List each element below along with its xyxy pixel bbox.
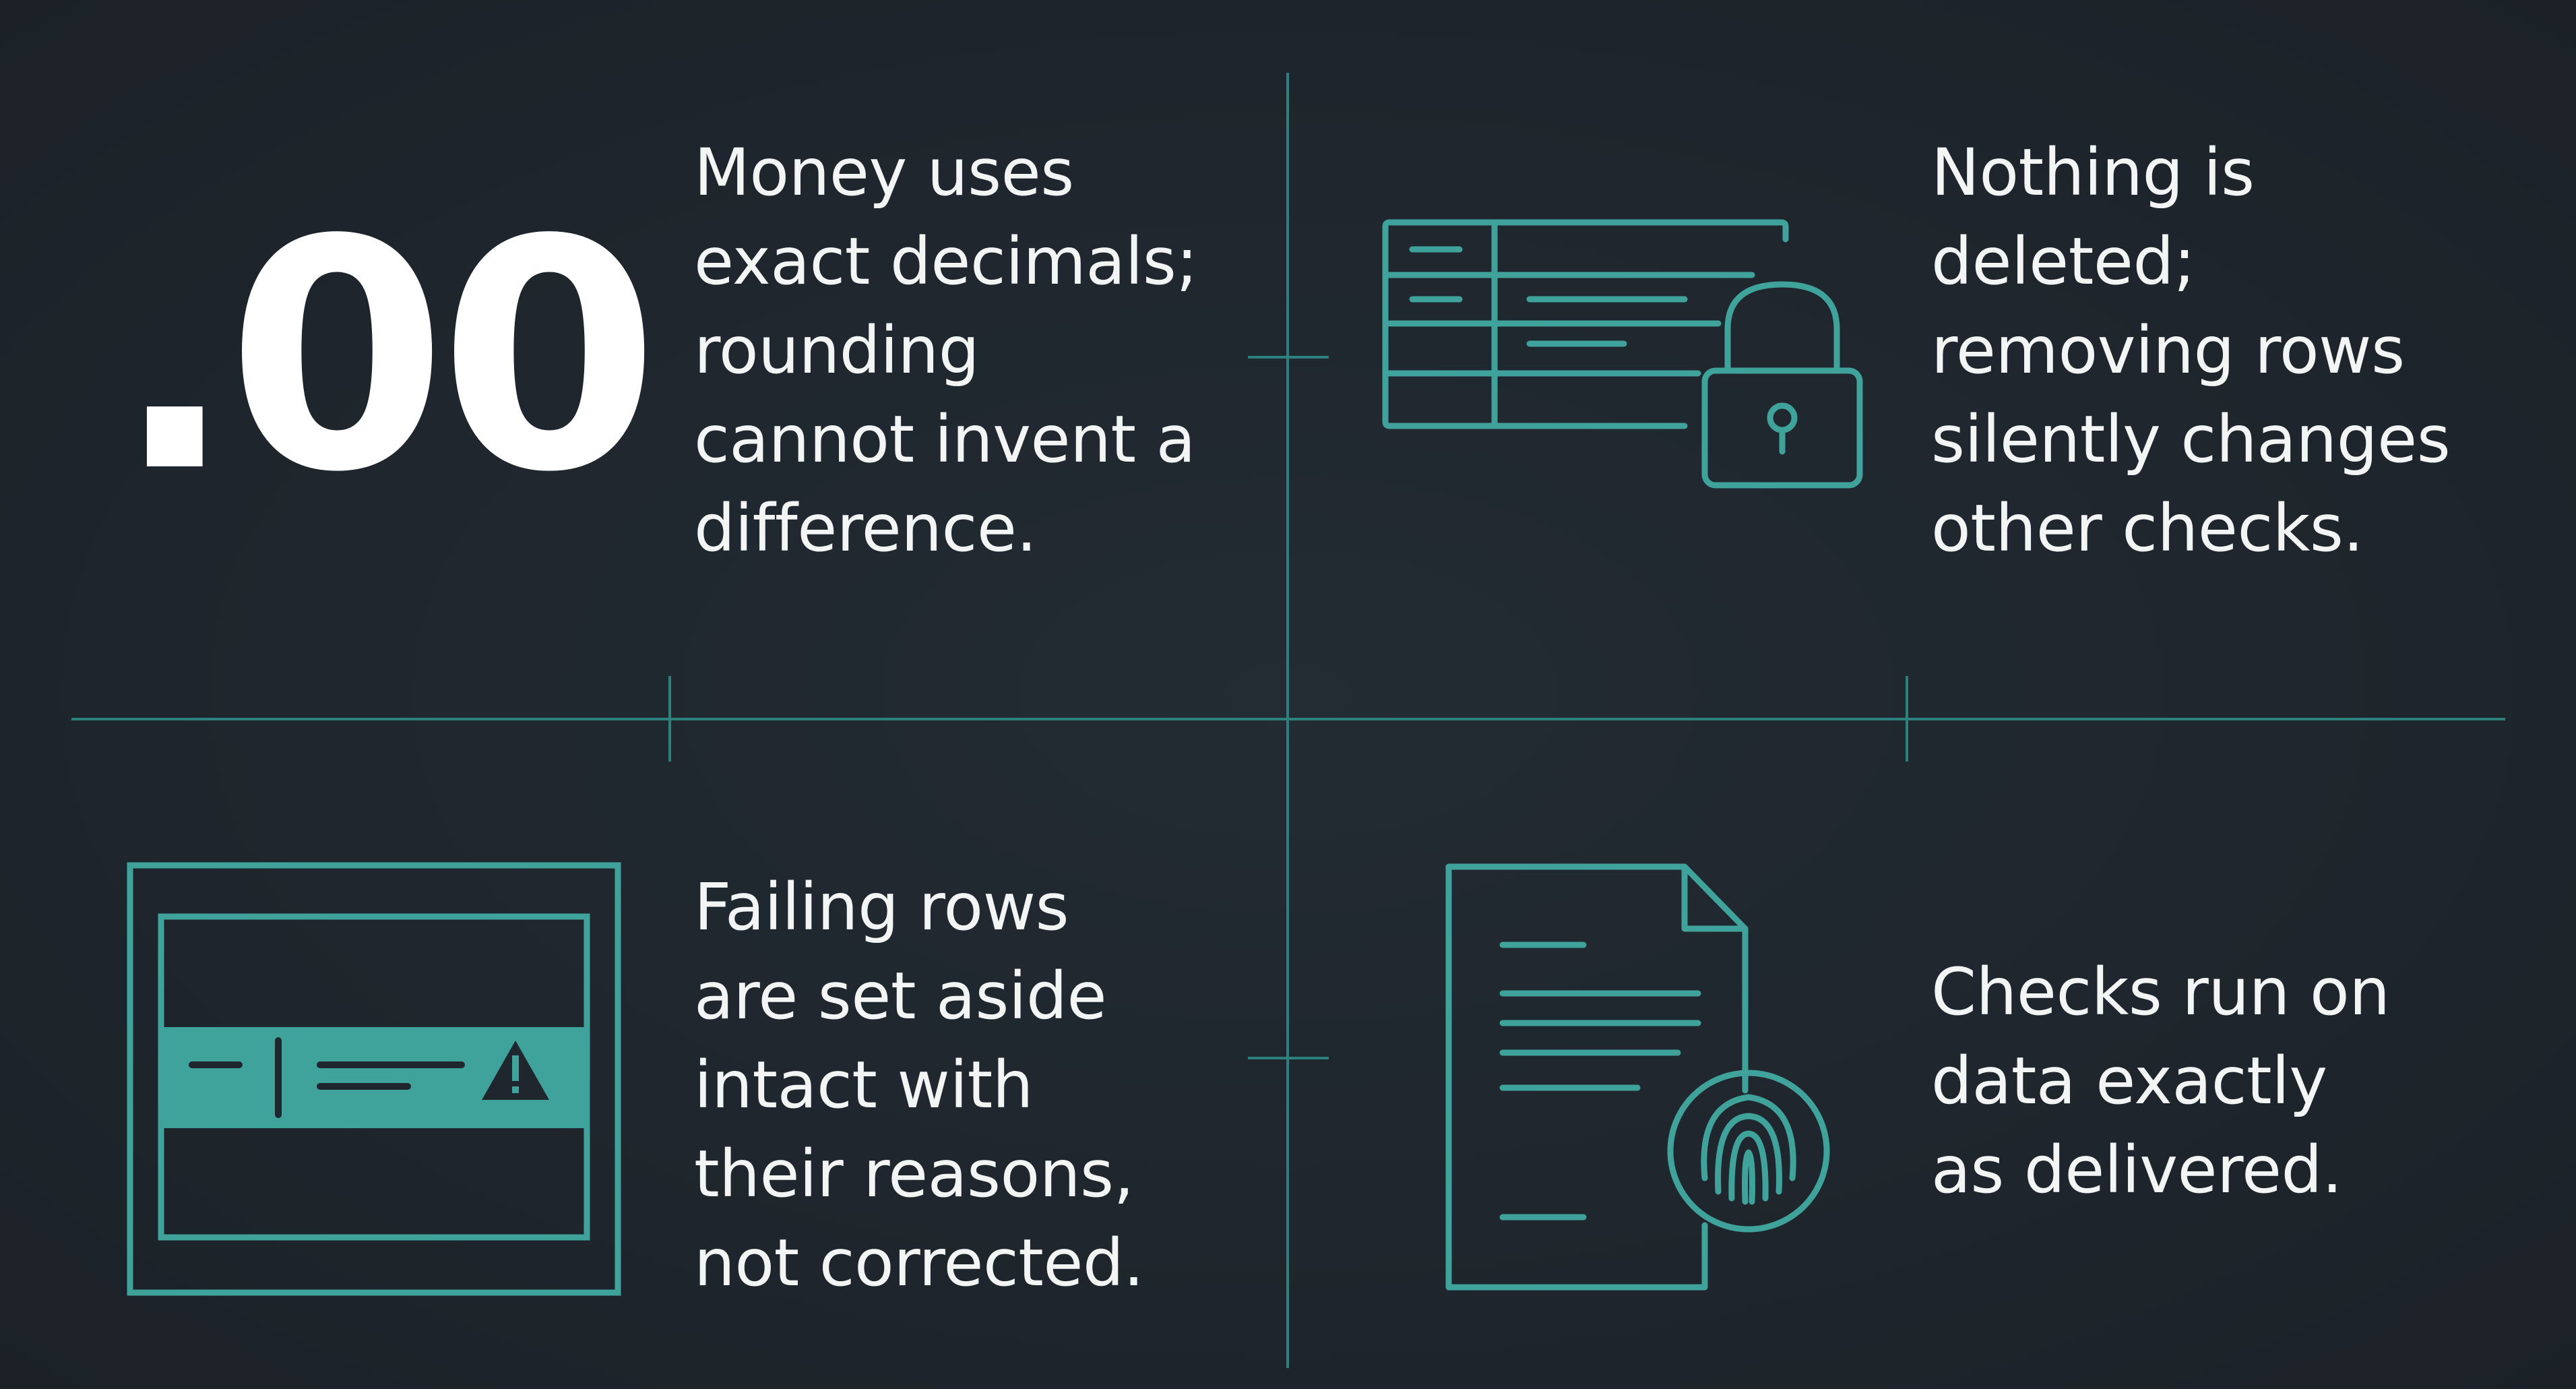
money-line: Money uses <box>694 135 1074 210</box>
failing-rows-line: intact with <box>694 1047 1034 1123</box>
checks-line: as delivered. <box>1931 1132 2342 1208</box>
failing-rows-line: their reasons, <box>694 1136 1134 1212</box>
money-line: difference. <box>694 491 1037 566</box>
deletion-line: other checks. <box>1931 491 2364 566</box>
deletion-line: silently changes <box>1931 402 2451 477</box>
failing-rows-caption: Failing rows are set aside intact with t… <box>694 863 1144 1307</box>
deletion-caption: Nothing is deleted; removing rows silent… <box>1931 128 2451 573</box>
locked-table-icon <box>1382 219 1863 489</box>
deletion-line: Nothing is <box>1931 135 2255 210</box>
flagged-row-icon <box>127 862 621 1296</box>
money-caption: Money uses exact decimals; rounding cann… <box>694 128 1198 573</box>
checks-line: Checks run on <box>1931 954 2390 1030</box>
fingerprint-document-icon <box>1445 863 1830 1291</box>
checks-caption: Checks run on data exactly as delivered. <box>1931 948 2390 1214</box>
failing-rows-line: not corrected. <box>694 1225 1144 1301</box>
deletion-line: removing rows <box>1931 313 2405 388</box>
decimal-zero-icon: .00 <box>115 173 660 541</box>
money-line: rounding <box>694 313 980 388</box>
failing-rows-line: Failing rows <box>694 869 1069 945</box>
deletion-line: deleted; <box>1931 224 2195 299</box>
money-line: exact decimals; <box>694 224 1198 299</box>
money-line: cannot invent a <box>694 402 1195 477</box>
failing-rows-line: are set aside <box>694 958 1107 1034</box>
checks-line: data exactly <box>1931 1043 2327 1119</box>
